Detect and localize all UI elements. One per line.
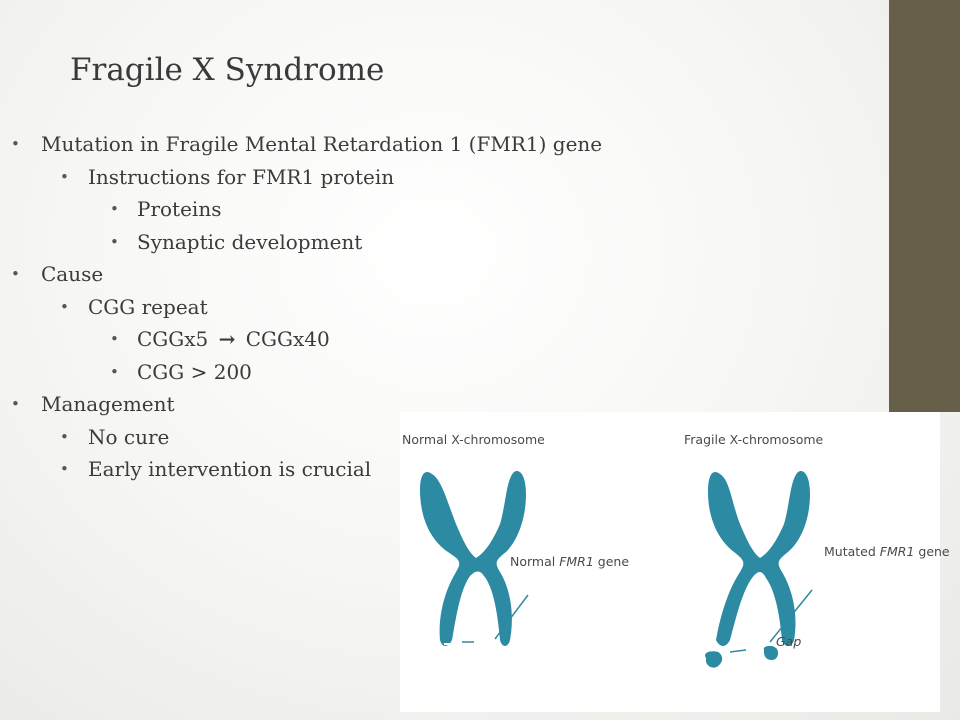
bullet-item: • Mutation in Fragile Mental Retardation… [0,128,720,161]
bullet-item: • No cure [0,421,720,454]
bullet-item: • CGG repeat [0,291,720,324]
normal-chromosome-label: Normal X-chromosome [402,432,545,447]
fragile-chromosome-icon [705,470,810,668]
bullet-item: • CGG > 200 [0,356,720,389]
chromosome-illustration [420,470,813,668]
bullet-marker-icon: • [60,427,69,446]
bullet-marker-icon: • [110,200,119,218]
gap-marker [729,649,747,653]
decorative-side-bar [889,0,960,412]
bullet-marker-icon: • [60,167,69,186]
mutated-gene-suffix: gene [914,544,950,559]
gap-label: Gap [776,634,802,649]
bullet-marker-icon: • [60,460,69,478]
fragile-chromosome-label: Fragile X-chromosome [684,432,824,447]
bullet-text: No cure [88,424,170,449]
bullet-marker-icon: • [110,362,119,381]
normal-gene-name: FMR1 [559,554,594,569]
normal-gene-prefix: Normal [510,554,560,569]
bullet-marker-icon: • [110,330,119,348]
bullet-marker-icon: • [11,135,20,153]
mutated-gene-name: FMR1 [879,544,915,559]
bullet-item: • Management [0,388,720,421]
bullet-text: Instructions for FMR1 protein [88,164,395,189]
slide-title: Fragile X Syndrome [70,52,385,88]
mutated-gene-pointer [769,589,813,643]
repeat-before: CGGx5 [137,327,209,351]
normal-gene-label: Normal FMR1 gene [510,554,629,569]
bullet-text: Mutation in Fragile Mental Retardation 1… [41,132,603,156]
bullet-item: • Cause [0,258,720,291]
normal-gene-suffix: gene [593,554,630,569]
bullet-text: CGG > 200 [137,359,252,384]
bullet-item: • Proteins [0,193,720,226]
bullet-text: Proteins [137,197,222,221]
bullet-item: • Instructions for FMR1 protein [0,161,720,194]
bullet-marker-icon: • [60,297,69,316]
bullet-text: CGG repeat [88,294,208,319]
repeat-after: CGGx40 [245,327,330,351]
normal-gene-pointer [494,594,529,640]
chromosome-figure: Normal X-chromosome Fragile X-chromosome… [400,412,950,712]
bullet-marker-icon: • [11,395,20,413]
bullet-text: CGGx5 → CGGx40 [137,323,330,356]
mutated-gene-prefix: Mutated [824,544,880,559]
bullet-item: • CGGx5 → CGGx40 [0,323,720,356]
bullet-marker-icon: • [11,265,20,283]
bullet-text: Management [41,392,175,416]
bullet-text: Early intervention is crucial [88,457,372,481]
normal-chromosome-icon [420,470,526,646]
arrow-right-icon: → [218,327,236,351]
bullet-text: Cause [41,262,104,286]
mutated-gene-label: Mutated FMR1 gene [824,544,950,559]
bullet-item: • Synaptic development [0,226,720,259]
bullet-marker-icon: • [110,232,119,251]
bullet-text: Synaptic development [137,229,363,254]
bullet-list: • Mutation in Fragile Mental Retardation… [0,128,720,486]
bullet-item: • Early intervention is crucial [0,453,720,486]
